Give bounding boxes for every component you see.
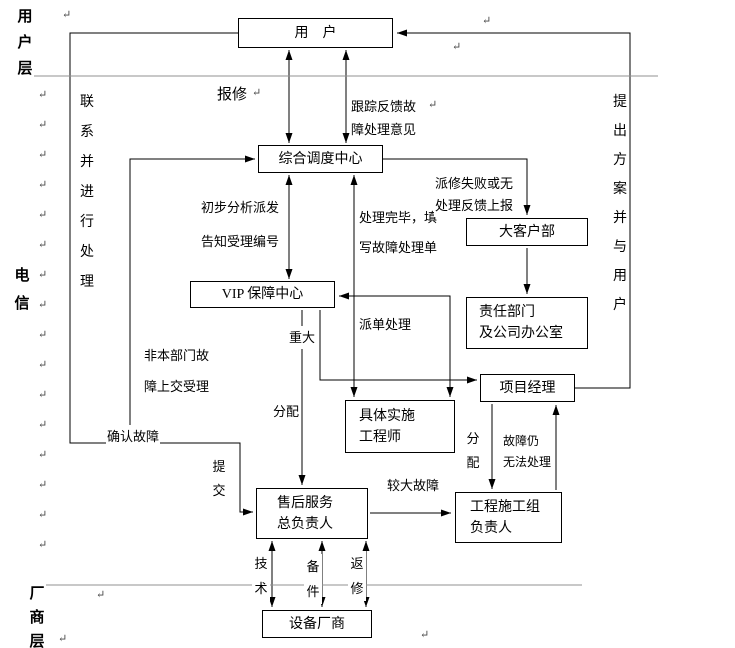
node-user-label: 用 户: [294, 25, 337, 41]
edge-label-non-dept-fault: 非本部门故 障上交受理: [143, 340, 211, 402]
node-construction-team-label: 工程施工组 负责人: [470, 499, 540, 536]
edge-label-done-fill-form: 处理完毕，填 写故障处理单: [358, 203, 439, 263]
node-engineer[interactable]: 具体实施 工程师: [345, 400, 455, 453]
paragraph-mark-icon: ↵: [96, 589, 106, 601]
paragraph-mark-icon: ↵: [452, 41, 462, 53]
paragraph-mark-icon: ↵: [252, 87, 262, 99]
paragraph-mark-icon: ↵: [38, 239, 48, 251]
node-dispatch-center-label: 综合调度中心: [278, 151, 363, 167]
node-responsible-dept[interactable]: 责任部门 及公司办公室: [466, 297, 588, 349]
layer-label-vendor: 厂商层: [28, 582, 46, 648]
paragraph-mark-icon: ↵: [38, 539, 48, 551]
node-user[interactable]: 用 户: [238, 18, 393, 48]
edge-label-contact-handle: 联系并进行处理: [78, 88, 96, 298]
edge-label-notify-number: 告知受理编号: [200, 230, 281, 253]
edge-label-propose-plan: 提出方案并与用户: [611, 88, 629, 320]
node-engineer-label: 具体实施 工程师: [359, 408, 415, 445]
paragraph-mark-icon: ↵: [38, 329, 48, 341]
paragraph-mark-icon: ↵: [38, 299, 48, 311]
node-responsible-dept-label: 责任部门 及公司办公室: [479, 305, 563, 341]
node-equipment-vendor[interactable]: 设备厂商: [262, 610, 372, 638]
paragraph-mark-icon: ↵: [38, 509, 48, 521]
paragraph-mark-icon: ↵: [58, 633, 68, 645]
paragraph-mark-icon: ↵: [428, 99, 438, 111]
node-major-client-dept-label: 大客户部: [499, 224, 555, 240]
edge-vip-engineer-dispatchorder: [339, 292, 454, 397]
edge-label-large-fault: 较大故障: [386, 474, 441, 497]
edge-label-dispatch-fail: 派修失败或无 处理反馈上报: [434, 173, 515, 217]
layer-label-user: 用户层: [16, 4, 34, 82]
node-vip-center-label: VIP 保障中心: [221, 287, 304, 302]
edge-label-initial-analysis: 初步分析派发: [200, 196, 281, 219]
node-major-client-dept[interactable]: 大客户部: [466, 218, 588, 246]
edge-label-assign-pm: 分配: [464, 427, 482, 475]
edge-label-return-repair: 返修: [348, 551, 366, 601]
edge-label-assign-vip: 分配: [272, 400, 301, 423]
node-construction-team[interactable]: 工程施工组 负责人: [455, 492, 562, 543]
edge-aftersales-dispatch: [129, 155, 255, 443]
paragraph-mark-icon: ↵: [38, 389, 48, 401]
node-project-manager[interactable]: 项目经理: [480, 374, 575, 402]
edge-label-confirm-fault: 确认故障: [106, 425, 161, 448]
edge-label-submit: 提交: [210, 455, 228, 503]
edge-pm-user: [397, 29, 631, 389]
edge-label-major: 重大: [288, 326, 317, 349]
layer-label-telecom: 电信: [13, 262, 31, 318]
paragraph-mark-icon: ↵: [38, 449, 48, 461]
node-after-sales-head[interactable]: 售后服务 总负责人: [256, 488, 368, 539]
edge-label-track-feedback: 跟踪反馈故 障处理意见: [350, 95, 418, 141]
node-dispatch-center[interactable]: 综合调度中心: [258, 145, 383, 173]
node-equipment-vendor-label: 设备厂商: [289, 616, 345, 632]
node-after-sales-head-label: 售后服务 总负责人: [277, 495, 333, 532]
node-vip-center[interactable]: VIP 保障中心: [190, 281, 335, 308]
paragraph-mark-icon: ↵: [420, 629, 430, 641]
paragraph-mark-icon: ↵: [38, 89, 48, 101]
paragraph-mark-icon: ↵: [62, 9, 72, 21]
paragraph-mark-icon: ↵: [38, 479, 48, 491]
edge-label-technology: 技术: [252, 551, 270, 601]
paragraph-mark-icon: ↵: [38, 419, 48, 431]
paragraph-mark-icon: ↵: [38, 149, 48, 161]
edge-label-spare-parts: 备件: [304, 554, 322, 604]
edge-label-report-repair: 报修: [216, 84, 249, 107]
paragraph-mark-icon: ↵: [482, 15, 492, 27]
paragraph-mark-icon: ↵: [38, 119, 48, 131]
paragraph-mark-icon: ↵: [38, 179, 48, 191]
node-project-manager-label: 项目经理: [499, 380, 556, 396]
edge-dispatch-majorclient: [383, 158, 531, 215]
edge-label-fault-unresolved: 故障仍 无法处理: [502, 431, 553, 473]
paragraph-mark-icon: ↵: [38, 269, 48, 281]
edge-label-dispatch-order: 派单处理: [358, 313, 413, 336]
paragraph-mark-icon: ↵: [38, 209, 48, 221]
paragraph-mark-icon: ↵: [38, 359, 48, 371]
